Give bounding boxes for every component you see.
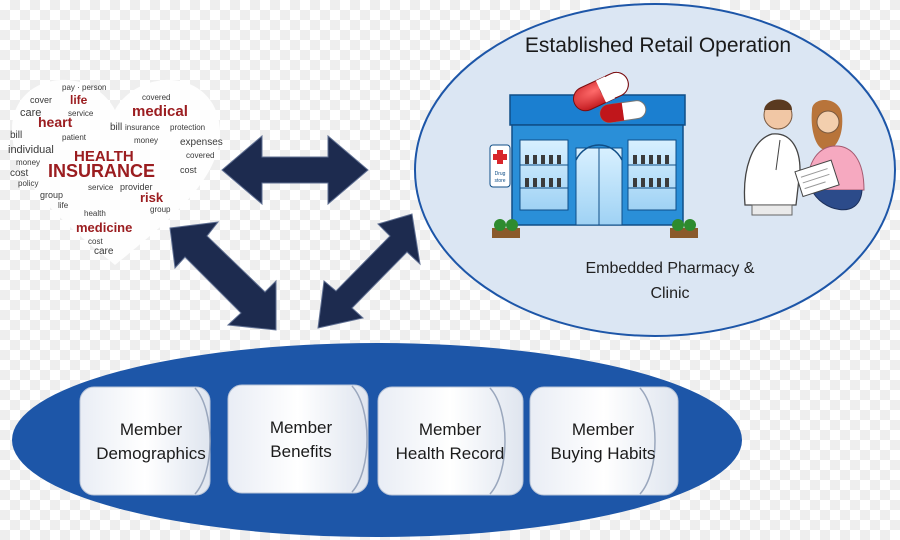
svg-text:covered: covered xyxy=(142,93,170,102)
svg-text:life: life xyxy=(58,201,69,210)
svg-text:patient: patient xyxy=(62,133,87,142)
svg-text:risk: risk xyxy=(140,190,164,205)
database-label-line1: Member xyxy=(571,420,635,439)
database-label-line2: Demographics xyxy=(96,444,206,463)
svg-text:care: care xyxy=(20,107,41,119)
pill-capsules xyxy=(572,71,647,124)
database-cylinder-benefits xyxy=(227,384,369,494)
svg-text:expenses: expenses xyxy=(180,137,223,148)
retail-subtitle-line2: Clinic xyxy=(650,285,690,302)
svg-text:service: service xyxy=(68,109,94,118)
database-label-health-record: Member Health Record xyxy=(375,418,525,466)
svg-text:pay · person: pay · person xyxy=(62,83,106,92)
database-label-benefits: Member Benefits xyxy=(226,416,376,464)
svg-text:covered: covered xyxy=(186,151,214,160)
doctor-patient-illustration xyxy=(743,99,865,216)
drug-store-illustration: Drug store xyxy=(489,71,698,238)
svg-text:HEALTH: HEALTH xyxy=(74,148,134,165)
retail-operation-title: Established Retail Operation xyxy=(524,34,792,57)
svg-text:cost: cost xyxy=(180,165,197,175)
svg-text:service: service xyxy=(88,183,114,192)
double-arrow-left-diagonal xyxy=(169,221,277,331)
database-label-line1: Member xyxy=(418,420,482,439)
svg-text:group: group xyxy=(150,205,171,214)
svg-text:medical: medical xyxy=(132,103,188,120)
database-cylinder-buying-habits xyxy=(529,386,679,496)
svg-text:money: money xyxy=(134,136,158,145)
svg-text:bill: bill xyxy=(110,122,122,133)
database-label-demographics: Member Demographics xyxy=(76,418,226,466)
svg-text:health: health xyxy=(84,209,106,218)
svg-text:medicine: medicine xyxy=(76,220,132,235)
svg-text:individual: individual xyxy=(8,144,54,156)
svg-text:provider: provider xyxy=(120,182,153,192)
database-label-line2: Health Record xyxy=(395,444,505,463)
database-label-buying-habits: Member Buying Habits xyxy=(528,418,678,466)
svg-text:cover: cover xyxy=(30,95,52,105)
database-label-line2: Buying Habits xyxy=(550,444,656,463)
retail-subtitle-line1: Embedded Pharmacy & xyxy=(585,260,755,277)
svg-text:life: life xyxy=(70,93,88,107)
database-label-line2: Benefits xyxy=(270,442,332,461)
database-cylinder-demographics xyxy=(79,386,211,496)
svg-text:store: store xyxy=(494,178,505,184)
svg-text:bill: bill xyxy=(10,130,22,141)
svg-text:heart: heart xyxy=(38,114,73,130)
database-label-line1: Member xyxy=(269,418,333,437)
double-arrow-horizontal xyxy=(221,134,369,206)
svg-text:protection: protection xyxy=(170,123,205,132)
database-label-line1: Member xyxy=(119,420,183,439)
svg-text:cost: cost xyxy=(88,237,103,246)
svg-text:care: care xyxy=(94,246,114,257)
svg-text:group: group xyxy=(40,190,63,200)
svg-text:INSURANCE: INSURANCE xyxy=(48,161,155,181)
retail-operation-subtitle: Embedded Pharmacy & Clinic xyxy=(560,256,780,306)
database-cylinder-health-record xyxy=(377,386,524,496)
svg-text:cost: cost xyxy=(10,168,29,179)
svg-text:money: money xyxy=(16,158,40,167)
svg-text:insurance: insurance xyxy=(125,123,160,132)
health-insurance-heart-wordcloud: pay · person cover life covered care ser… xyxy=(8,79,223,265)
svg-text:policy: policy xyxy=(18,179,38,188)
double-arrow-right-diagonal xyxy=(317,213,421,329)
svg-text:Drug: Drug xyxy=(495,171,506,177)
